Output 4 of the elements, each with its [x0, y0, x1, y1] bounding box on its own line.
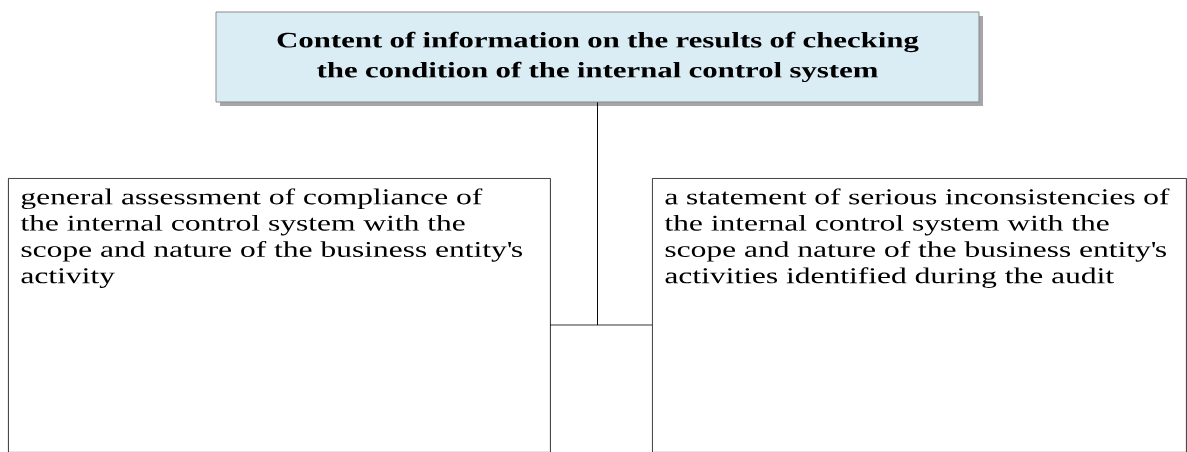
text-box: general assessment of compliance of the internal control system with the scope and nature of the business entity's activity [8, 178, 551, 452]
title-box: Content of information on the results of checking the condition of the internal control system [215, 11, 983, 106]
text-box: a statement of serious inconsistencies of the internal control system with the scope and nature of the business entity's activities identified during the audit [652, 178, 1187, 452]
connector-line [597, 102, 653, 326]
